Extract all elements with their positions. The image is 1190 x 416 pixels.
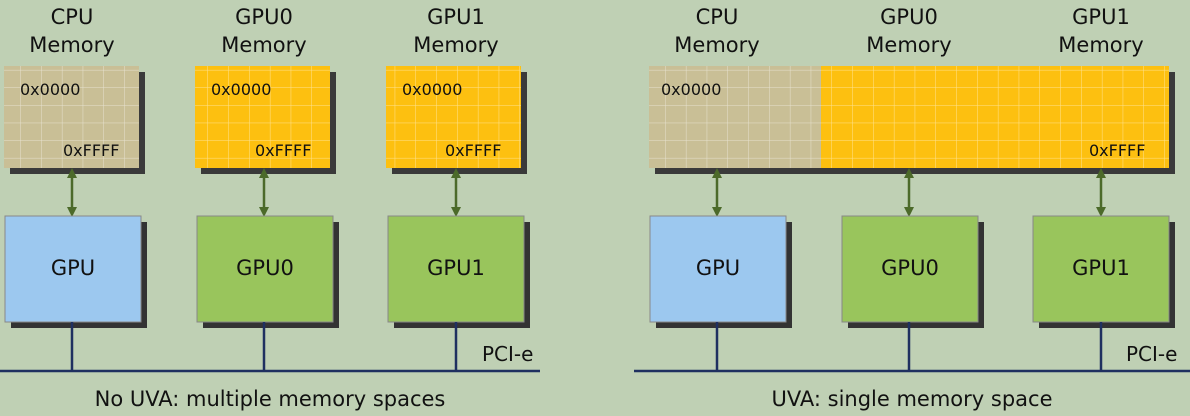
unified-start-address: 0x0000 [661,80,722,99]
left-processors [4,215,530,328]
gpu1-memory-label-line1: GPU1 [427,5,485,29]
gpu-box-label: GPU [50,256,96,280]
gpu0-box-label: GPU0 [236,256,294,280]
gpu-box-label-uva: GPU [695,256,741,280]
no-uva-caption: No UVA: multiple memory spaces [94,387,446,411]
cpu-memory-label-uva: CPU Memory [657,3,777,59]
gpu0-memory-label-line1: GPU0 [235,5,293,29]
right-processors [649,215,1175,328]
gpu-box-uva [649,215,787,323]
gpu1-box-uva [1032,215,1170,323]
right-memory [649,66,1175,174]
gpu0-memory-label-line2: Memory [221,33,307,57]
uva-caption: UVA: single memory space [771,387,1053,411]
gpu0-memory-start-address: 0x0000 [211,80,272,99]
gpu1-memory-label-uva-line1: GPU1 [1072,5,1130,29]
left-memories [4,66,527,174]
gpu0-memory-label-uva: GPU0 Memory [849,3,969,59]
gpu0-memory-label: GPU0 Memory [204,3,324,59]
gpu1-memory-label-uva: GPU1 Memory [1041,3,1161,59]
unified-memory-grid [649,66,1169,168]
gpu1-memory-label: GPU1 Memory [396,3,516,59]
cpu-memory-end-address: 0xFFFF [63,141,120,160]
gpu1-memory-start-address: 0x0000 [402,80,463,99]
gpu0-memory-grid [195,66,330,168]
cpu-memory-label-line1: CPU [50,5,94,29]
gpu0-memory-end-address: 0xFFFF [255,141,312,160]
right-arrows [712,168,1106,217]
gpu0-box [196,215,334,323]
gpu0-memory-label-uva-line1: GPU0 [880,5,938,29]
gpu1-memory-grid [386,66,521,168]
cpu-memory-label: CPU Memory [12,3,132,59]
gpu1-memory-label-uva-line2: Memory [1058,33,1144,57]
pcie-label: PCI-e [482,342,534,366]
right-bus [634,322,1190,373]
cpu-memory-grid [4,66,139,168]
unified-end-address: 0xFFFF [1089,141,1146,160]
gpu1-box-label-uva: GPU1 [1072,256,1130,280]
gpu-box [4,215,142,323]
gpu1-box [387,215,525,323]
cpu-memory-label-uva-line2: Memory [674,33,760,57]
cpu-memory-start-address: 0x0000 [20,80,81,99]
gpu1-memory-label-line2: Memory [413,33,499,57]
left-bus [0,322,540,373]
gpu0-box-uva [841,215,979,323]
gpu1-memory-end-address: 0xFFFF [445,141,502,160]
gpu0-memory-label-uva-line2: Memory [866,33,952,57]
gpu1-box-label: GPU1 [427,256,485,280]
left-arrows [67,168,461,217]
pcie-label-uva: PCI-e [1126,342,1178,366]
cpu-memory-label-line2: Memory [29,33,115,57]
gpu0-box-label-uva: GPU0 [881,256,939,280]
cpu-memory-label-uva-line1: CPU [695,5,739,29]
